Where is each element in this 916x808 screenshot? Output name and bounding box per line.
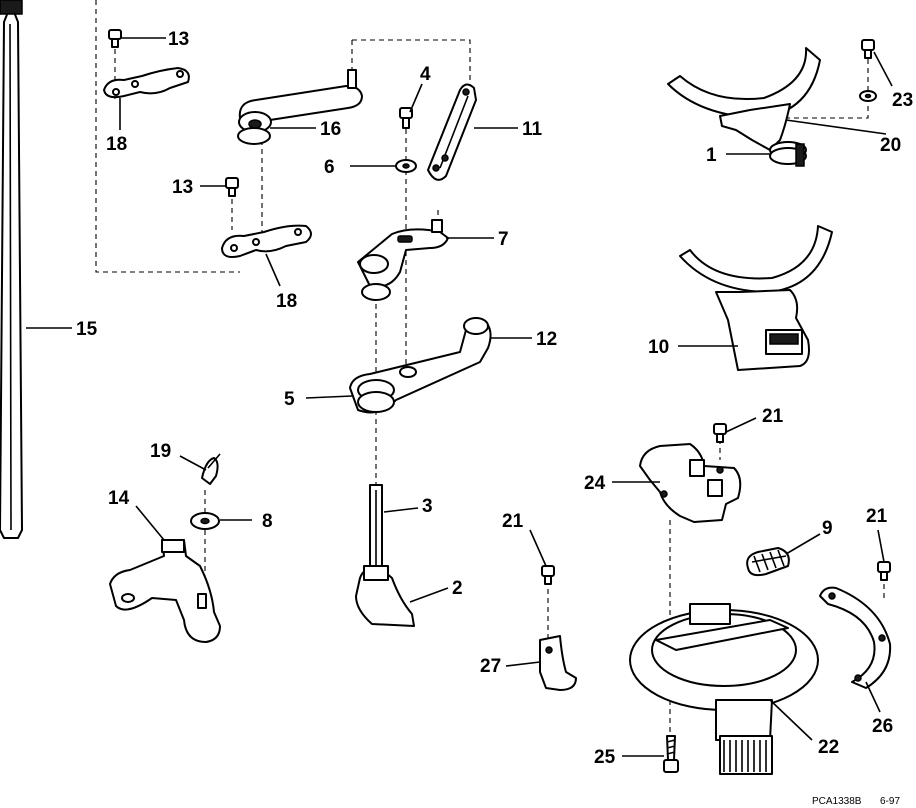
callout-labels: 13 18 16 13 18 4 6 11 7 15 12 5 19 14 8 …: [76, 29, 913, 768]
screw-part-23: [861, 39, 875, 59]
figure-code-id: PCA1338B: [812, 796, 862, 807]
callout-21-upper: 21: [762, 406, 784, 427]
callout-20: 20: [880, 135, 901, 156]
screw-part-21-upper: [713, 423, 727, 443]
callout-18-top: 18: [106, 134, 127, 155]
callout-4: 4: [420, 64, 431, 85]
callout-18-mid: 18: [276, 291, 297, 312]
callout-13-top: 13: [168, 29, 189, 50]
callout-12: 12: [536, 329, 557, 350]
callout-23: 23: [892, 90, 913, 111]
screw-part-21-mid: [541, 565, 555, 585]
bracket-part-10: [679, 225, 833, 371]
callout-25: 25: [594, 747, 616, 768]
callout-27: 27: [480, 656, 501, 677]
callout-16: 16: [320, 119, 341, 140]
callout-7: 7: [498, 229, 509, 250]
rod-part-15: [0, 0, 23, 539]
callout-26: 26: [872, 716, 893, 737]
callout-2: 2: [452, 578, 463, 599]
shaft-part-3: [369, 484, 383, 571]
callout-1: 1: [706, 145, 717, 166]
bracket-part-7: [357, 219, 449, 301]
sensor-part-24: [639, 443, 742, 523]
cam-part-2: [355, 565, 415, 627]
clip-part-19: [201, 453, 221, 485]
callout-6: 6: [324, 157, 335, 178]
callout-19: 19: [150, 441, 171, 462]
washer-part-20: [859, 90, 877, 102]
screw-part-21-right: [877, 561, 891, 581]
figure-code: PCA1338B 6-97: [812, 796, 900, 807]
washer-part-6: [395, 159, 417, 173]
screw-part-13-mid: [225, 177, 239, 197]
callout-21-right: 21: [866, 506, 888, 527]
washer-part-8: [190, 512, 220, 530]
callout-24: 24: [584, 473, 606, 494]
spring-part-9: [746, 547, 790, 577]
base-ring-part-22: [629, 603, 819, 775]
callout-10: 10: [648, 337, 669, 358]
bracket-part-14: [109, 539, 221, 643]
callout-13-mid: 13: [172, 177, 193, 198]
figure-code-date: 6-97: [880, 796, 900, 807]
link-part-11: [427, 83, 477, 181]
callout-5: 5: [284, 389, 295, 410]
callout-8: 8: [262, 511, 273, 532]
callout-leader-lines: [26, 37, 893, 757]
lever-part-16: [237, 69, 363, 145]
callout-9: 9: [822, 518, 833, 539]
callout-14: 14: [108, 488, 130, 509]
plate-part-18-top: [103, 67, 190, 99]
callout-22: 22: [818, 737, 839, 758]
plate-part-18-mid: [221, 224, 312, 258]
callout-21-mid: 21: [502, 511, 524, 532]
bracket-part-1: [667, 47, 821, 167]
screw-part-25: [663, 735, 679, 773]
retainer-part-26: [819, 586, 892, 689]
screw-part-13-top: [108, 29, 122, 48]
screw-part-4: [399, 107, 413, 129]
callout-3: 3: [422, 496, 433, 517]
arm-part-5-12: [349, 317, 492, 414]
callout-11: 11: [522, 119, 543, 140]
clip-part-27: [539, 635, 577, 691]
callout-15: 15: [76, 319, 98, 340]
